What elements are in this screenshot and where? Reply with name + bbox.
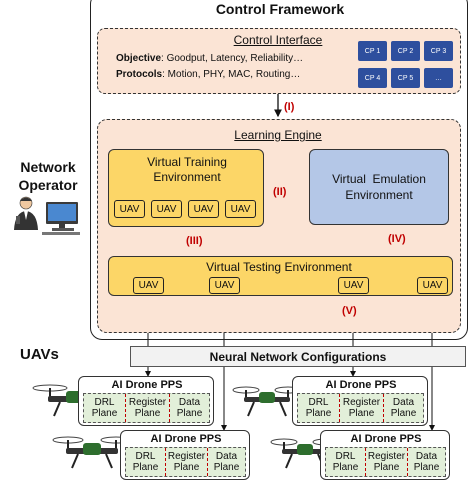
training-uav-3: UAV [188,200,219,218]
testing-uav-1: UAV [133,277,164,294]
emulation-env-box: Virtual Emulation Environment [309,149,449,225]
testing-uav-3: UAV [338,277,369,294]
link-label-v: (V) [342,305,357,317]
drone-icon [232,386,302,417]
data-plane: Data Plane [213,451,240,473]
protocols-label: Protocols [116,69,163,80]
link-label-i: (I) [284,101,295,113]
nn-config-bar: Neural Network Configurations [130,346,466,367]
cp-5: CP 5 [391,68,420,88]
training-env-title: Virtual Training Environment [147,155,227,184]
cp-more: … [424,68,453,88]
cp-grid: CP 1 CP 2 CP 3 CP 4 CP 5 … [358,41,454,91]
cp-2: CP 2 [391,41,420,61]
link-label-iii: (III) [186,235,203,247]
uavs-label: UAVs [20,346,59,363]
drone-pps-3: AI Drone PPS DRL Plane Register Plane Da… [120,430,250,480]
control-framework-frame [90,0,468,340]
control-interface-box: Control Interface Objective: Goodput, La… [97,28,461,94]
link-label-ii: (II) [273,186,287,198]
data-plane: Data Plane [413,451,440,473]
pps-title: AI Drone PPS [325,379,397,391]
control-framework-title: Control Framework [215,1,345,17]
testing-uav-2: UAV [209,277,240,294]
emulation-env-title: Virtual Emulation Environment [332,172,430,202]
training-uav-4: UAV [225,200,256,218]
register-plane: Register Plane [126,394,170,422]
training-uav-1: UAV [114,200,145,218]
learning-engine-title: Learning Engine [234,128,322,142]
pps-title: AI Drone PPS [111,379,183,391]
objective-label: Objective [116,53,162,64]
pps-planes: DRL Plane Register Plane Data Plane [125,447,246,477]
register-plane: Register Plane [166,448,208,476]
register-plane: Register Plane [366,448,408,476]
pps-planes: DRL Plane Register Plane Data Plane [325,447,446,477]
testing-env-box: Virtual Testing Environment UAV UAV UAV … [108,256,453,296]
pps-title: AI Drone PPS [150,433,222,445]
testing-env-title: Virtual Testing Environment [206,259,352,274]
training-env-box: Virtual Training Environment UAV UAV UAV… [108,149,264,227]
drl-plane: DRL Plane [298,394,340,422]
drone-pps-1: AI Drone PPS DRL Plane Register Plane Da… [78,376,214,426]
drl-plane: DRL Plane [84,394,126,422]
testing-uav-4: UAV [417,277,448,294]
network-operator-label: Network Operator [18,159,78,193]
protocols-line: Protocols: Motion, PHY, MAC, Routing… [116,69,300,80]
cp-4: CP 4 [358,68,387,88]
register-plane: Register Plane [340,394,384,422]
cp-1: CP 1 [358,41,387,61]
training-uav-2: UAV [151,200,182,218]
drone-icon [52,436,132,469]
drl-plane: DRL Plane [326,448,366,476]
link-label-iv: (IV) [388,233,406,245]
cp-3: CP 3 [424,41,453,61]
objective-line: Objective: Goodput, Latency, Reliability… [116,53,303,64]
drone-pps-2: AI Drone PPS DRL Plane Register Plane Da… [292,376,428,426]
objective-text: : Goodput, Latency, Reliability… [161,53,304,64]
protocols-text: : Motion, PHY, MAC, Routing… [162,69,301,80]
pps-planes: DRL Plane Register Plane Data Plane [297,393,424,423]
operator-computer-icon [14,196,80,235]
drl-plane: DRL Plane [126,448,166,476]
data-plane: Data Plane [176,397,203,419]
control-interface-title: Control Interface [233,33,323,47]
nn-config-label: Neural Network Configurations [209,349,387,364]
data-plane: Data Plane [390,397,417,419]
drone-pps-4: AI Drone PPS DRL Plane Register Plane Da… [320,430,450,480]
pps-title: AI Drone PPS [350,433,422,445]
pps-planes: DRL Plane Register Plane Data Plane [83,393,210,423]
